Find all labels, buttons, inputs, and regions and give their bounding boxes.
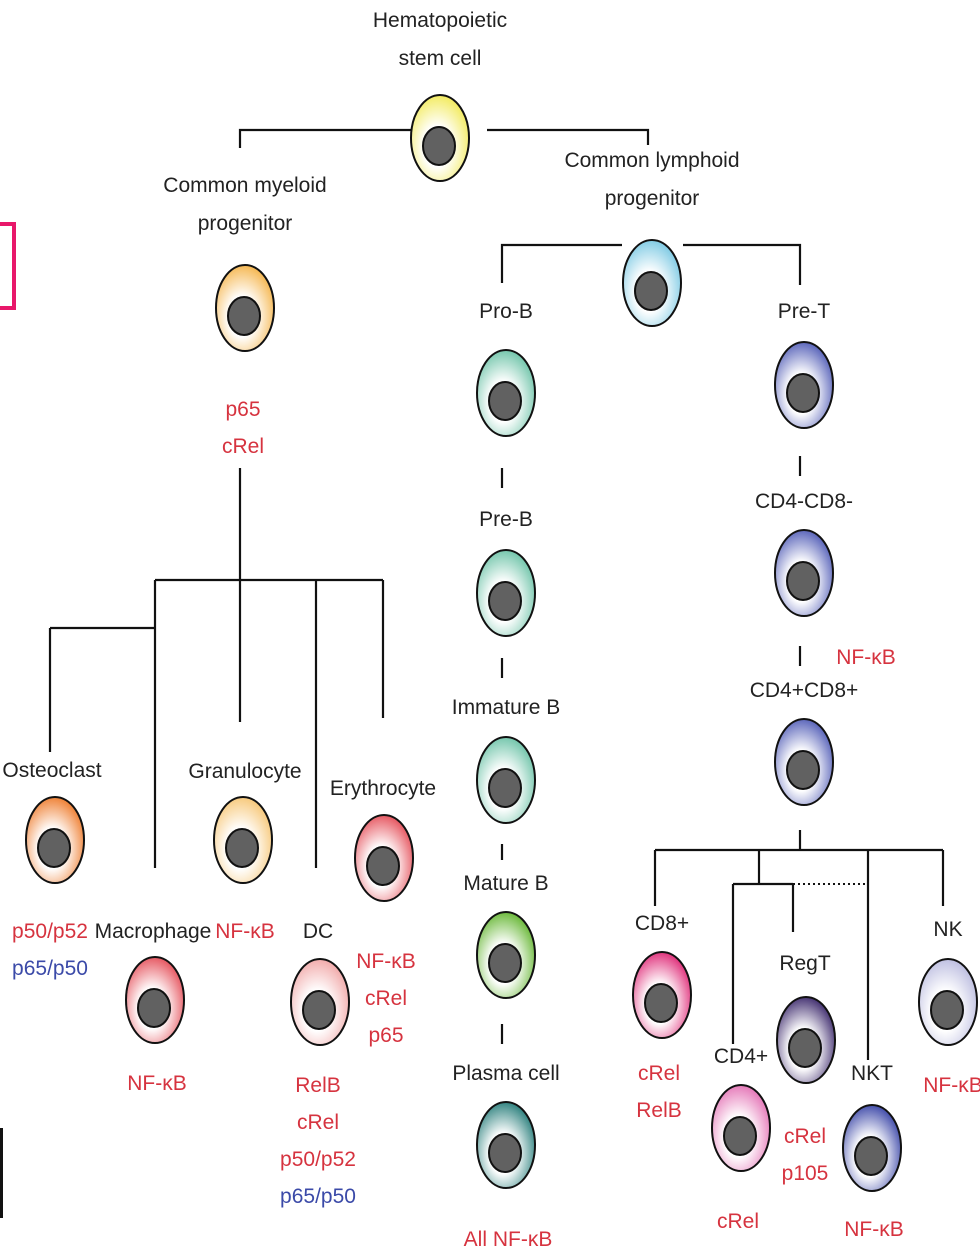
matureb-nucleus [488, 943, 522, 983]
cmp-label-line2: progenitor [198, 212, 293, 235]
granulocyte-cell [213, 796, 273, 884]
granulocyte-label: Granulocyte [188, 760, 301, 783]
cd4-factor-0: cRel [717, 1210, 759, 1233]
erythrocyte-nucleus [366, 846, 400, 886]
nkt-cell [842, 1104, 902, 1192]
dc-factor-0: RelB [295, 1074, 341, 1097]
dn-nucleus [786, 561, 820, 601]
pret-cell [774, 341, 834, 429]
regt-label: RegT [779, 952, 831, 975]
nk-nucleus [930, 990, 964, 1030]
regt-nucleus [788, 1028, 822, 1068]
cd8-nucleus [644, 983, 678, 1023]
nkt-nucleus [854, 1136, 888, 1176]
dc-factor-1: cRel [297, 1111, 339, 1134]
osteoclast-nucleus [37, 828, 71, 868]
hsc-label-line2: stem cell [399, 47, 482, 70]
dc-cell [290, 958, 350, 1046]
dc-nucleus [302, 990, 336, 1030]
osteoclast-factor-1: p65/p50 [12, 957, 88, 980]
dn-label: CD4-CD8- [755, 490, 853, 513]
immatureb-nucleus [488, 768, 522, 808]
immatureb-cell [476, 736, 536, 824]
pret-label: Pre-T [778, 300, 831, 323]
pret-nucleus [786, 373, 820, 413]
osteoclast-cell [25, 796, 85, 884]
macrophage-cell [125, 956, 185, 1044]
osteoclast-factor-0: p50/p52 [12, 920, 88, 943]
granulocyte-factor-0: NF-κB [215, 920, 275, 943]
nk-factor-0: NF-κB [923, 1074, 980, 1097]
clp-cell [622, 239, 682, 327]
erythrocyte-label: Erythrocyte [330, 777, 436, 800]
cells-layer [25, 94, 978, 1192]
connector-lines [48, 128, 945, 1060]
cd4-nucleus [723, 1116, 757, 1156]
clp-label-line1: Common lymphoid [564, 149, 739, 172]
macrophage-factor-0: NF-κB [127, 1072, 187, 1095]
dc-factor-2: p50/p52 [280, 1148, 356, 1171]
nkt-label: NKT [851, 1062, 893, 1085]
edge-bar-marker [0, 1128, 3, 1218]
hsc-label-line1: Hematopoietic [373, 9, 507, 32]
erythrocyte-cell [354, 814, 414, 902]
cd8-factor-1: RelB [636, 1099, 682, 1122]
plasma-nucleus [488, 1133, 522, 1173]
cmp-nucleus [227, 296, 261, 336]
dp-cell [774, 718, 834, 806]
cmp-cell [215, 264, 275, 352]
preb-nucleus [488, 581, 522, 621]
cd8-cell [632, 951, 692, 1039]
preb-cell [476, 549, 536, 637]
hsc-cell [410, 94, 470, 182]
matureb-label: Mature B [463, 872, 548, 895]
erythrocyte-factor-1: cRel [365, 987, 407, 1010]
cd8-factor-0: cRel [638, 1062, 680, 1085]
text-labels: Hematopoietic stem cell Common myeloid p… [2, 9, 962, 1085]
cmp-factor-0: p65 [225, 398, 260, 421]
highlight-box-marker [0, 222, 16, 310]
immatureb-label: Immature B [452, 696, 561, 719]
regt-factor-1: p105 [782, 1162, 829, 1185]
nkt-factor-0: NF-κB [844, 1218, 904, 1241]
nk-label: NK [933, 918, 962, 941]
dp-label: CD4+CD8+ [750, 679, 859, 702]
plasma-factor-0: All NF-κB [464, 1228, 553, 1251]
plasma-label: Plasma cell [452, 1062, 559, 1085]
preb-label: Pre-B [479, 508, 533, 531]
macrophage-label: Macrophage [95, 920, 212, 943]
dn-cell [774, 529, 834, 617]
cmp-factor-1: cRel [222, 435, 264, 458]
granulocyte-nucleus [225, 828, 259, 868]
dn-factor-0: NF-κB [836, 646, 896, 669]
dc-factor-3: p65/p50 [280, 1185, 356, 1208]
regt-cell [776, 996, 836, 1084]
prob-cell [476, 349, 536, 437]
erythrocyte-factor-2: p65 [368, 1024, 403, 1047]
dc-label: DC [303, 920, 333, 943]
matureb-cell [476, 911, 536, 999]
macrophage-nucleus [137, 988, 171, 1028]
nk-cell [918, 958, 978, 1046]
regt-factor-0: cRel [784, 1125, 826, 1148]
dp-nucleus [786, 750, 820, 790]
clp-label-line2: progenitor [605, 187, 700, 210]
cd4-label: CD4+ [714, 1045, 768, 1068]
hsc-nucleus [422, 126, 456, 166]
clp-nucleus [634, 271, 668, 311]
cd8-label: CD8+ [635, 912, 689, 935]
erythrocyte-factor-0: NF-κB [356, 950, 416, 973]
osteoclast-label: Osteoclast [2, 759, 101, 782]
cd4-cell [711, 1084, 771, 1172]
prob-label: Pro-B [479, 300, 533, 323]
prob-nucleus [488, 381, 522, 421]
transcription-factor-labels: p65cRelp50/p52p65/p50NF-κBNF-κBRelBcRelp… [12, 398, 980, 1251]
cmp-label-line1: Common myeloid [163, 174, 326, 197]
plasma-cell [476, 1101, 536, 1189]
